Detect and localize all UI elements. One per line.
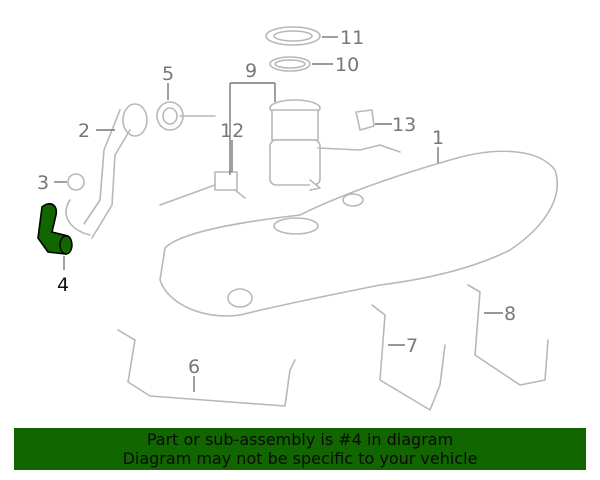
callout-2: 2: [78, 120, 90, 142]
banner-line-1: Part or sub-assembly is #4 in diagram: [146, 430, 454, 449]
parts-diagram: 11 10 9 5 2 12 13 1 3 4 6 7 8: [37, 26, 558, 411]
part-7-strap: [371, 304, 446, 411]
callout-12: 12: [220, 120, 244, 142]
callout-7: 7: [406, 335, 418, 357]
part-1-fuel-tank: [159, 150, 558, 317]
part-9-fuel-pump: [269, 99, 401, 191]
callout-3: 3: [37, 172, 49, 194]
callout-8: 8: [504, 303, 516, 325]
part-8-strap: [467, 284, 549, 386]
part-2-filler-pipe: [79, 103, 148, 239]
banner-line-2: Diagram may not be specific to your vehi…: [122, 449, 478, 468]
part-10-seal: [269, 56, 311, 72]
part-12-sender: [159, 171, 246, 206]
part-3-grommet: [67, 173, 85, 191]
part-6-strap: [117, 329, 296, 407]
callout-10: 10: [335, 54, 359, 76]
part-4-highlighted-hose: [37, 203, 73, 255]
callout-13: 13: [392, 114, 416, 136]
callout-4: 4: [57, 274, 69, 296]
part-5-fuel-cap: [156, 101, 216, 131]
callout-5: 5: [162, 63, 174, 85]
callout-6: 6: [188, 356, 200, 378]
callout-1: 1: [432, 127, 444, 149]
callout-11: 11: [340, 27, 364, 49]
diagram-notice-banner: Part or sub-assembly is #4 in diagram Di…: [14, 428, 586, 470]
part-13-valve: [355, 109, 375, 131]
hose: [65, 199, 91, 236]
part-11-lock-ring: [265, 26, 321, 46]
callout-9: 9: [245, 60, 257, 82]
leader-lines: [54, 36, 503, 392]
